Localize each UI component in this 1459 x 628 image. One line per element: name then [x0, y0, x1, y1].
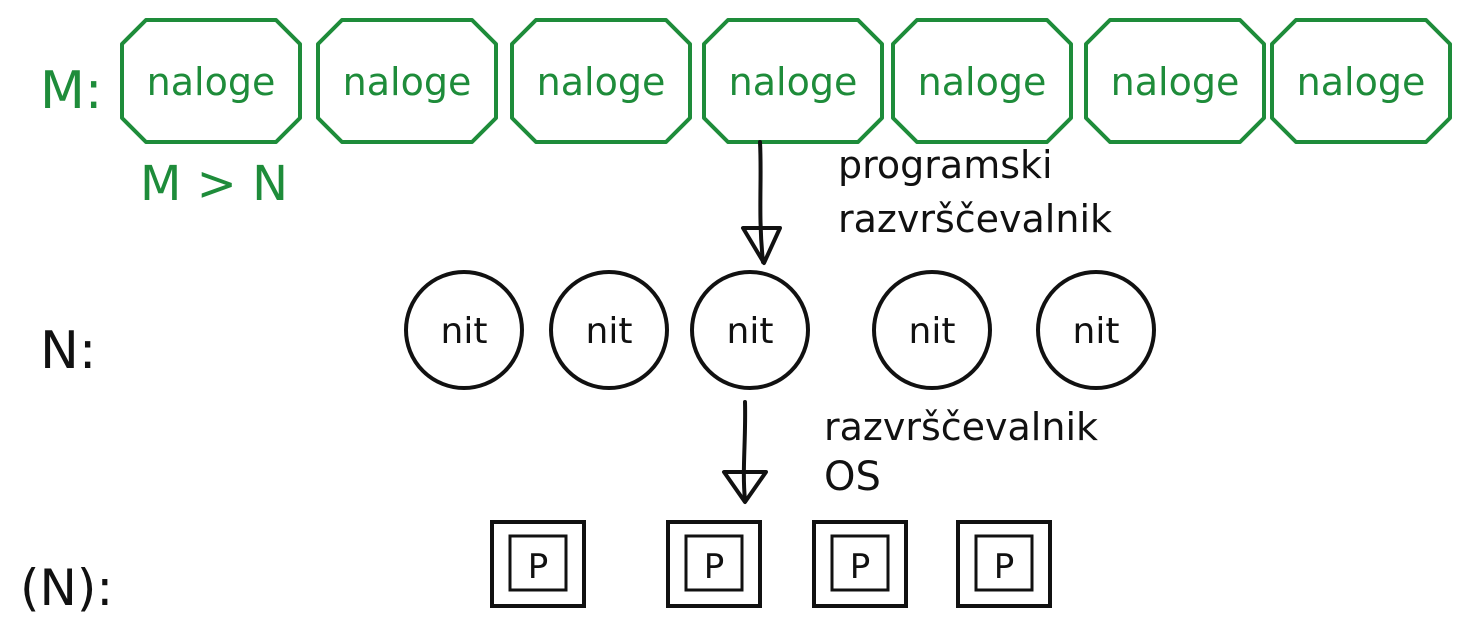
- os-scheduler-label-2: OS: [824, 454, 881, 500]
- processor-box: P: [490, 520, 586, 608]
- thread-label: nit: [727, 311, 774, 352]
- threads-group: nit nit nit nit nit: [404, 270, 1156, 390]
- os-scheduler-label-1: razvrščevalnik: [824, 405, 1098, 449]
- task-box: naloge: [316, 18, 498, 144]
- thread-circle: nit: [872, 270, 992, 390]
- processor-label: P: [850, 547, 871, 587]
- task-box: naloge: [702, 18, 884, 144]
- program-scheduler-label-2: razvrščevalnik: [838, 197, 1112, 241]
- processor-label: P: [704, 547, 725, 587]
- tasks-group: naloge naloge naloge naloge naloge naloge nalo…: [120, 18, 1452, 144]
- os-scheduler-arrow: [722, 400, 768, 504]
- task-label: naloge: [918, 60, 1047, 104]
- program-scheduler-arrow: [741, 140, 782, 265]
- thread-label: nit: [586, 311, 633, 352]
- threads-row-label: N:: [40, 321, 96, 381]
- thread-circle: nit: [404, 270, 524, 390]
- processor-box: P: [666, 520, 762, 608]
- task-label: naloge: [343, 60, 472, 104]
- thread-circle: nit: [549, 270, 669, 390]
- processors-row-label: (N):: [20, 559, 113, 617]
- task-box: naloge: [120, 18, 302, 144]
- thread-label: nit: [909, 311, 956, 352]
- task-box: naloge: [510, 18, 692, 144]
- task-box: naloge: [1270, 18, 1452, 144]
- processor-box: P: [812, 520, 908, 608]
- task-box: naloge: [891, 18, 1073, 144]
- task-label: naloge: [147, 60, 276, 104]
- thread-label: nit: [1073, 311, 1120, 352]
- task-label: naloge: [729, 60, 858, 104]
- processor-box: P: [956, 520, 1052, 608]
- tasks-relation-label: M > N: [140, 156, 288, 212]
- task-label: naloge: [537, 60, 666, 104]
- program-scheduler-label-1: programski: [838, 143, 1053, 187]
- task-label: naloge: [1297, 60, 1426, 104]
- thread-label: nit: [441, 311, 488, 352]
- task-box: naloge: [1084, 18, 1266, 144]
- task-label: naloge: [1111, 60, 1240, 104]
- thread-circle: nit: [690, 270, 810, 390]
- tasks-row-label: M:: [40, 61, 102, 121]
- processor-label: P: [528, 547, 549, 587]
- thread-circle: nit: [1036, 270, 1156, 390]
- processor-label: P: [994, 547, 1015, 587]
